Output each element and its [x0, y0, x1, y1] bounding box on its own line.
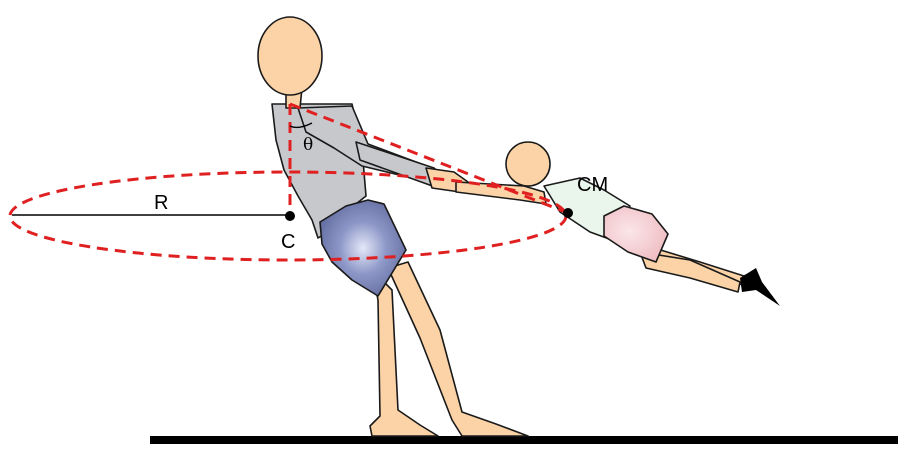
tether-line — [289, 102, 569, 215]
child-lower-leg — [639, 251, 741, 293]
center-point — [285, 211, 295, 221]
center-of-mass-point — [563, 208, 573, 218]
adult-back-leg — [369, 269, 439, 437]
center-label: C — [281, 231, 295, 253]
angle-arc — [289, 122, 313, 129]
angle-label: θ — [303, 135, 313, 155]
adult-figure — [257, 16, 529, 437]
center-of-mass-label: CM — [577, 174, 608, 196]
adult-front-leg — [387, 261, 529, 437]
child-figure — [455, 141, 780, 306]
child-shoe — [740, 268, 780, 306]
radius-label: R — [154, 192, 168, 214]
adult-shorts — [319, 199, 407, 297]
child-shorts — [603, 205, 669, 263]
adult-head — [257, 16, 323, 96]
child-head — [505, 141, 551, 187]
ground-line — [150, 436, 898, 444]
